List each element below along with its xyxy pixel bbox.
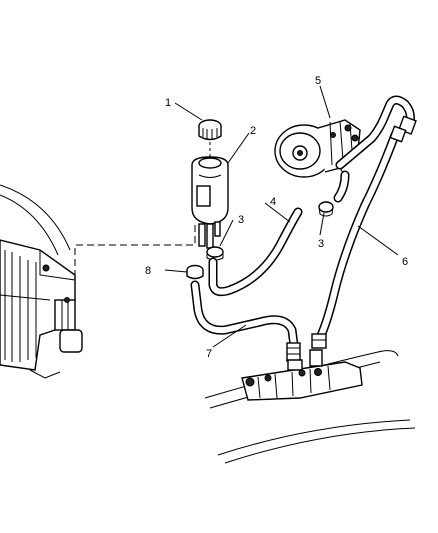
pressure-line-6 [311, 95, 417, 349]
callout-3-lower: 3 [318, 238, 324, 250]
pump-fitting [318, 170, 350, 217]
radiator-assembly [0, 184, 83, 379]
callout-7: 7 [206, 348, 212, 360]
supply-hose-7 [190, 280, 301, 362]
leader-lines [164, 85, 399, 348]
callout-2: 2 [250, 125, 256, 137]
power-steering-reservoir [191, 156, 229, 249]
steering-gear [204, 349, 416, 464]
callout-4: 4 [270, 196, 276, 208]
dashed-mount-line [74, 225, 196, 275]
callout-5: 5 [315, 75, 321, 87]
return-hose-4 [208, 207, 303, 297]
hose-clamp-8 [186, 264, 204, 280]
power-steering-pump [274, 119, 361, 178]
callout-6: 6 [402, 256, 408, 268]
callout-8: 8 [145, 265, 151, 277]
reservoir-cap [198, 119, 222, 158]
callout-1: 1 [165, 97, 171, 109]
callout-3-upper: 3 [238, 214, 244, 226]
